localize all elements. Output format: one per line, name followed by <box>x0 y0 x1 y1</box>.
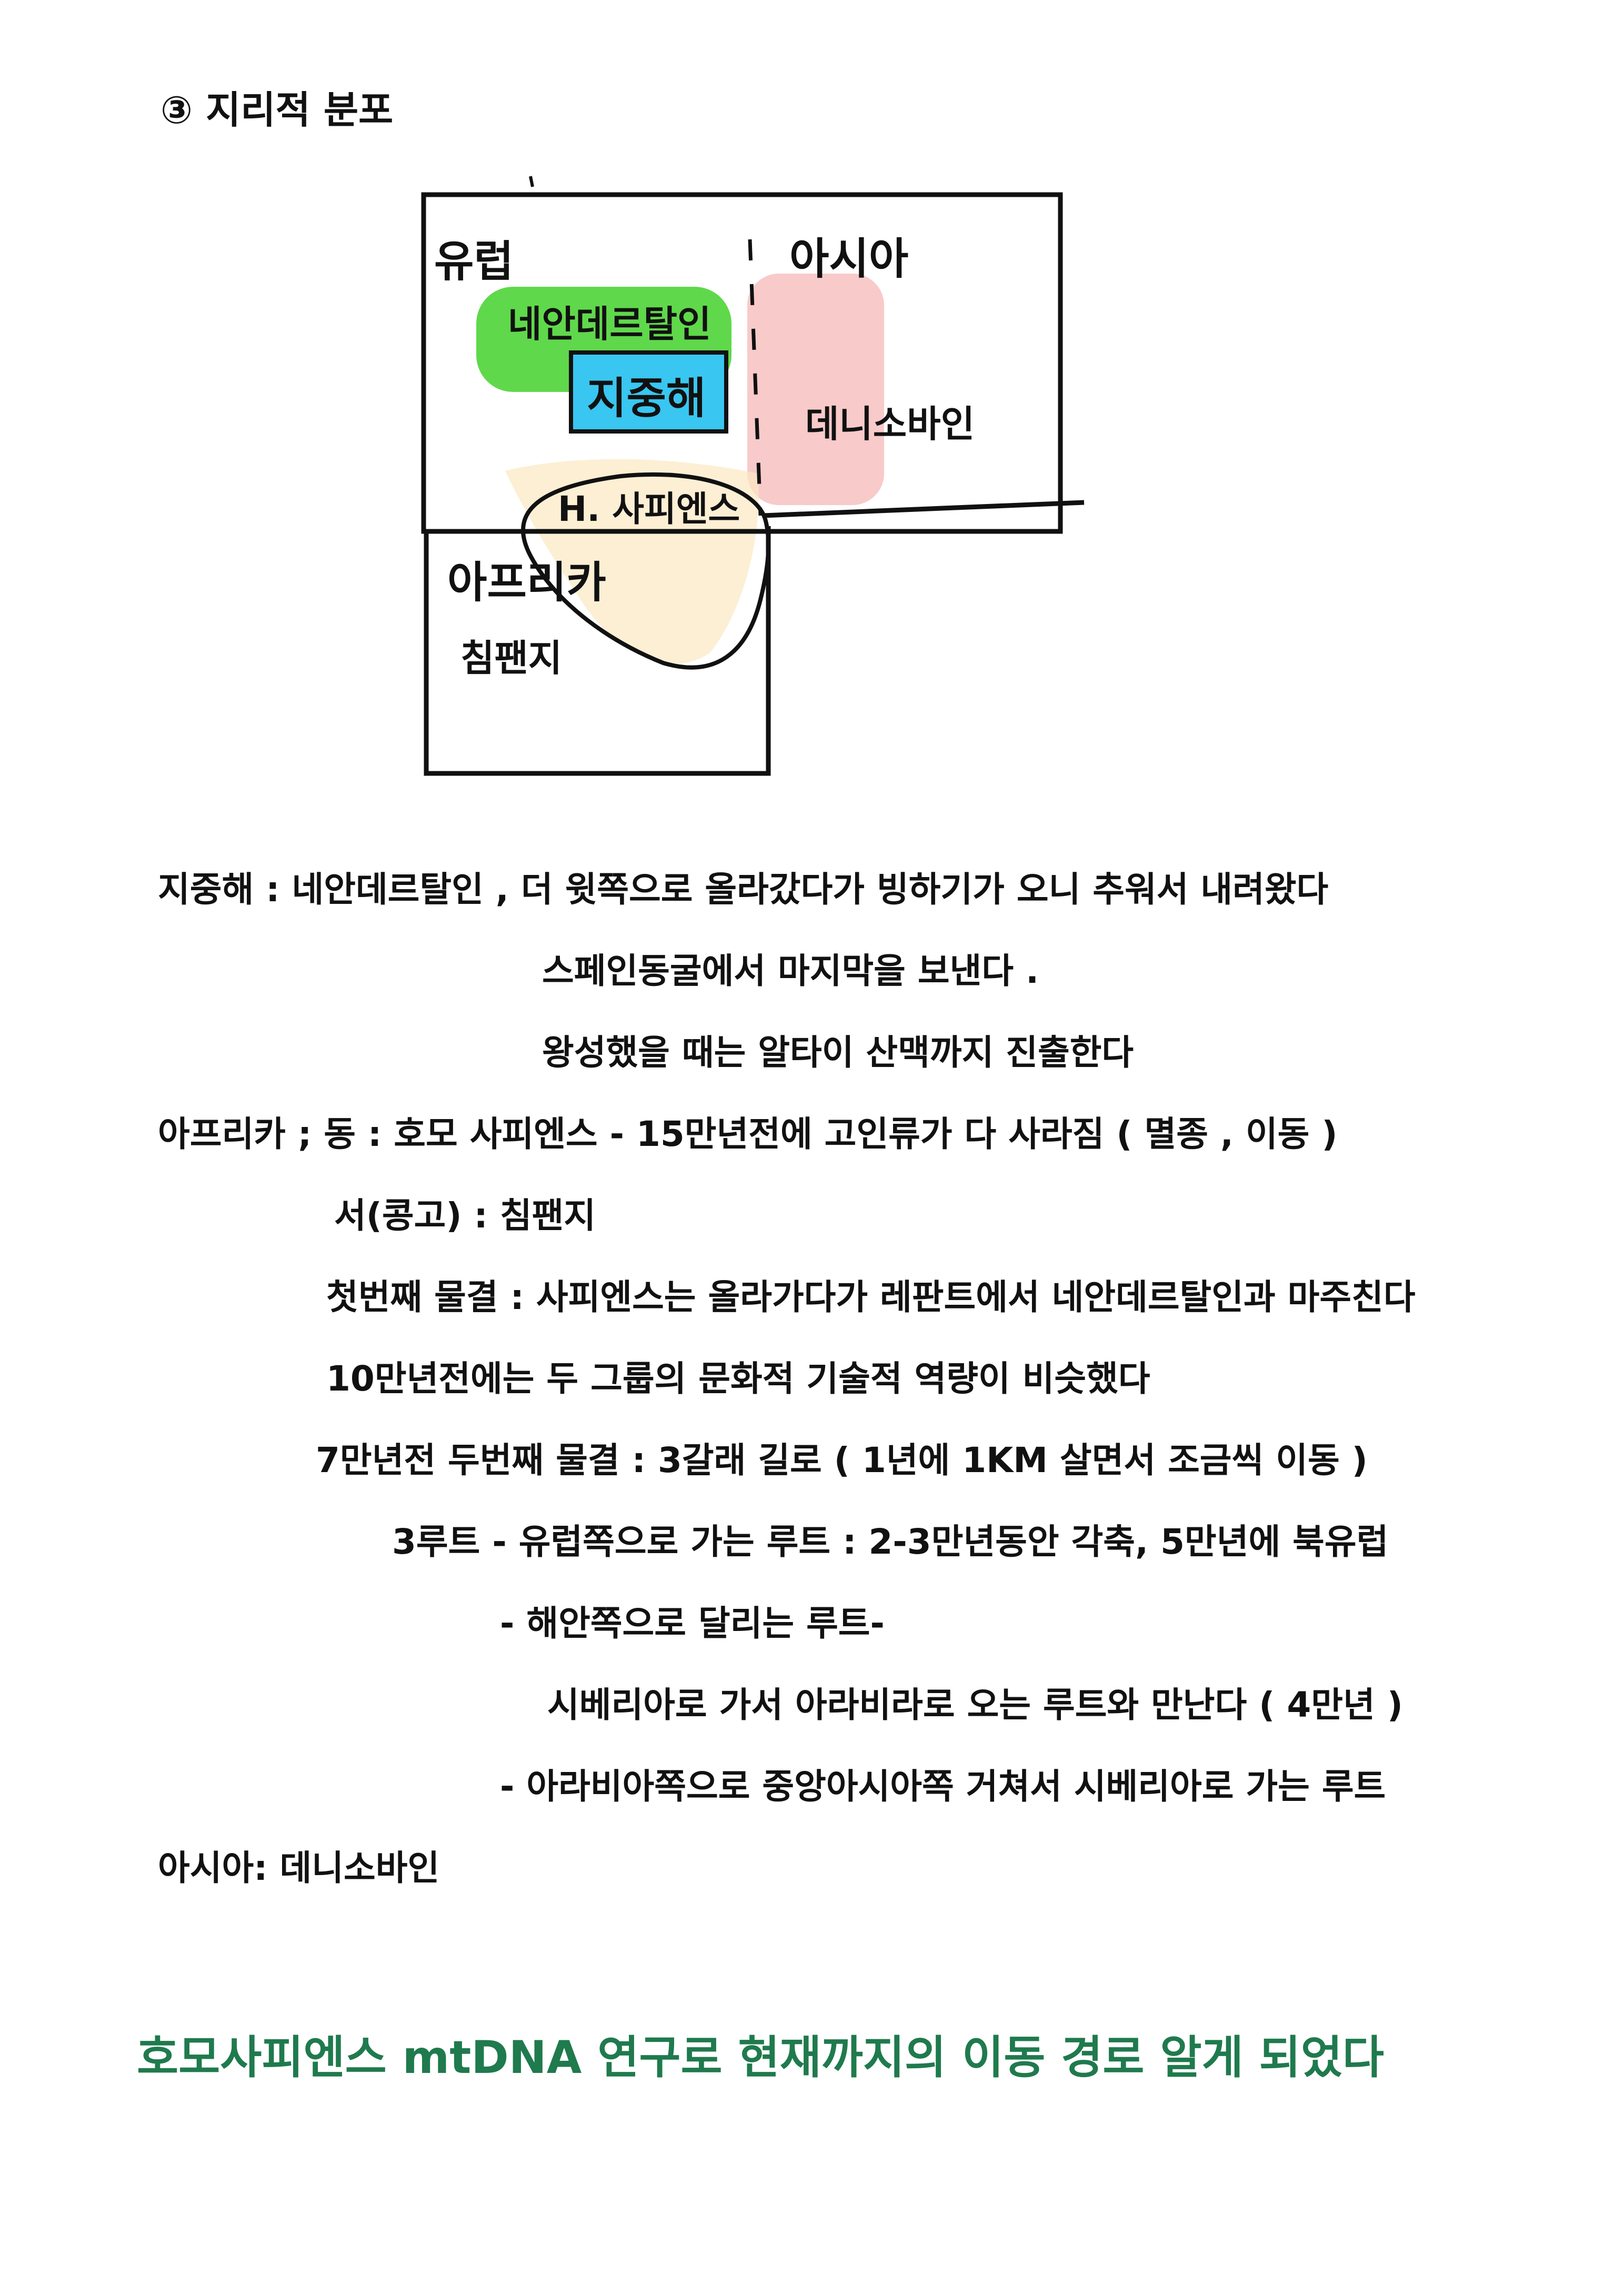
mediterranean-label: 지중해 <box>587 374 706 424</box>
note-line: 아프리카 ; 동 : 호모 사피엔스 - 15만년전에 고인류가 다 사라짐 (… <box>158 1114 1338 1154</box>
note-line: 스페인동굴에서 마지막을 보낸다 . <box>542 951 1039 991</box>
sapiens-migration-loop <box>521 472 771 670</box>
africa-outline <box>424 526 771 776</box>
note-line: 지중해 : 네안데르탈인 , 더 윗쪽으로 올라갔다가 빙하기가 오니 추워서 … <box>158 869 1329 910</box>
note-line: 첫번째 물결 : 사피엔스는 올라가다가 레판트에서 네안데르탈인과 마주친다 <box>326 1277 1416 1317</box>
pencil-mark <box>529 176 534 187</box>
note-line: 왕성했을 때는 알타이 산맥까지 진출한다 <box>542 1032 1134 1073</box>
eurasia-bottom-extension <box>763 500 1085 518</box>
chimpanzee-label: 침팬지 <box>460 637 562 680</box>
note-line: 서(콩고) : 침팬지 <box>334 1195 596 1236</box>
note-line: 3루트 - 유럽쪽으로 가는 루트 : 2-3만년동안 각축, 5만년에 북유럽 <box>392 1522 1389 1562</box>
denisovan-label: 데니소바인 <box>805 402 975 446</box>
geographic-distribution-diagram: 유럽 아시아 네안데르탈인 지중해 데니소바인 H. 사피엔스 아프리카 침팬지 <box>421 176 1085 776</box>
note-line: 7만년전 두번째 물결 : 3갈래 길로 ( 1년에 1KM 살면서 조금씩 이… <box>316 1440 1368 1481</box>
note-line: 시베리아로 가서 아라비라로 오는 루트와 만난다 ( 4만년 ) <box>547 1685 1403 1725</box>
europe-asia-border <box>748 239 763 516</box>
asia-label: 아시아 <box>789 234 908 284</box>
eurasia-outline <box>421 192 1063 534</box>
note-line: - 해안쪽으로 달리는 루트- <box>500 1603 885 1644</box>
note-line: - 아라비아쪽으로 중앙아시아쪽 거쳐서 시베리아로 가는 루트 <box>500 1766 1386 1807</box>
denisovan-highlight <box>747 274 884 505</box>
sapiens-label: H. 사피엔스 <box>558 489 740 529</box>
summary-statement: 호모사피엔스 mtDNA 연구로 현재까지의 이동 경로 알게 되었다 <box>137 2031 1384 2084</box>
africa-label: 아프리카 <box>447 558 606 608</box>
note-line: 10만년전에는 두 그룹의 문화적 기술적 역량이 비슷했다 <box>326 1358 1150 1399</box>
europe-label: 유럽 <box>434 237 514 287</box>
note-line: 아시아: 데니소바인 <box>158 1848 440 1888</box>
mediterranean-box <box>569 350 728 434</box>
sapiens-highlight <box>505 459 759 664</box>
neanderthal-label: 네안데르탈인 <box>508 303 711 346</box>
section-heading: ③ 지리적 분포 <box>161 88 394 132</box>
